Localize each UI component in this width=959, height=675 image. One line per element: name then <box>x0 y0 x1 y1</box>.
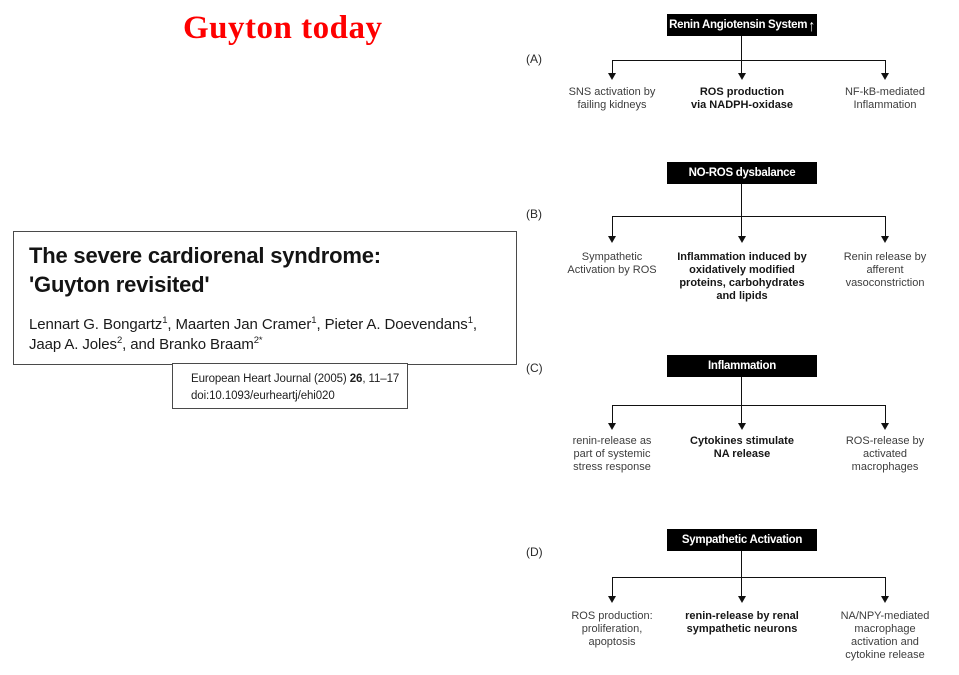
flowchart-header-box: Sympathetic Activation <box>667 529 817 551</box>
author-affiliation-sup: 1 <box>311 314 317 326</box>
paper-title: The severe cardiorenal syndrome: 'Guyton… <box>29 241 516 300</box>
connector-left-drop <box>612 405 613 423</box>
flowchart-section-b: (B) NO-ROS dysbalance Sympathetic Activa… <box>520 162 959 332</box>
flowchart-header-text: Renin Angiotensin System <box>669 19 808 31</box>
connector-left-drop <box>612 577 613 596</box>
author-name: Maarten Jan Cramer <box>175 315 312 333</box>
arrowhead-left-icon <box>608 423 616 430</box>
author-affiliation-sup: 2 <box>116 334 123 346</box>
arrowhead-middle-icon <box>738 423 746 430</box>
journal-volume: 26 <box>349 373 363 385</box>
paper-citation-card: The severe cardiorenal syndrome: 'Guyton… <box>13 231 517 365</box>
leaf-middle: Inflammation induced by oxidatively modi… <box>677 251 807 302</box>
arrowhead-right-icon <box>881 236 889 243</box>
author-affiliation-sup: 1 <box>162 314 168 326</box>
journal-doi-line: doi:10.1093/eurheartj/ehi020 <box>191 389 335 402</box>
connector-horizontal <box>612 405 886 406</box>
journal-name-year: European Heart Journal (2005) <box>191 373 350 385</box>
arrowhead-right-icon <box>881 423 889 430</box>
flowchart-header-text: Sympathetic Activation <box>681 534 803 546</box>
author-name: Jaap A. Joles <box>29 335 117 353</box>
journal-citation-line: European Heart Journal (2005) 26, 11–17 <box>191 371 407 388</box>
section-label: (B) <box>526 207 542 221</box>
author-affiliation-sup: 1 <box>467 314 473 326</box>
section-label: (C) <box>526 361 543 375</box>
author-name: Branko Braam <box>159 335 254 353</box>
paper-title-line1: The severe cardiorenal syndrome: <box>29 243 381 268</box>
up-arrow-icon: ↑ <box>808 15 815 35</box>
slide-title: Guyton today <box>183 10 383 46</box>
leaf-middle: ROS production via NADPH-oxidase <box>690 86 794 111</box>
connector-horizontal <box>612 577 886 578</box>
arrowhead-right-icon <box>881 596 889 603</box>
connector-left-drop <box>612 216 613 236</box>
connector-right-drop <box>885 216 886 236</box>
connector-right-drop <box>885 577 886 596</box>
leaf-left: ROS production: proliferation, apoptosis <box>571 610 653 648</box>
author-name: Lennart G. Bongartz <box>29 315 163 333</box>
author-affiliation-sup: 2* <box>253 334 263 346</box>
author-separator: , <box>316 315 325 333</box>
section-label: (A) <box>526 52 542 66</box>
arrowhead-left-icon <box>608 236 616 243</box>
leaf-left: Sympathetic Activation by ROS <box>567 251 657 276</box>
connector-horizontal <box>612 216 886 217</box>
flowchart-section-c: (C) Inflammation renin-release as part o… <box>520 355 959 500</box>
leaf-middle: renin-release by renal sympathetic neuro… <box>685 610 799 635</box>
journal-pages: , 11–17 <box>362 373 400 385</box>
arrowhead-left-icon <box>608 73 616 80</box>
leaf-left: renin-release as part of systemic stress… <box>572 435 652 473</box>
connector-stem <box>741 36 742 73</box>
connector-stem <box>741 377 742 423</box>
author-separator: , <box>472 315 477 333</box>
connector-horizontal <box>612 60 886 61</box>
leaf-right: NA/NPY-mediated macrophage activation an… <box>840 610 930 661</box>
flowchart-header-box: Inflammation <box>667 355 817 377</box>
author-name: Pieter A. Doevendans <box>324 315 468 333</box>
journal-reference-box: European Heart Journal (2005) 26, 11–17 … <box>172 363 408 409</box>
flowchart-header-box: Renin Angiotensin System↑ <box>667 14 817 36</box>
connector-right-drop <box>885 60 886 73</box>
flowchart-section-a: (A) Renin Angiotensin System↑ SNS activa… <box>520 14 959 144</box>
author-line-1: Lennart G. Bongartz1, Maarten Jan Cramer… <box>29 315 516 335</box>
leaf-left: SNS activation by failing kidneys <box>568 86 656 111</box>
flowchart-header-box: NO-ROS dysbalance <box>667 162 817 184</box>
arrowhead-middle-icon <box>738 236 746 243</box>
arrowhead-left-icon <box>608 596 616 603</box>
connector-left-drop <box>612 60 613 73</box>
flowchart-header-text: NO-ROS dysbalance <box>688 167 796 179</box>
leaf-right: Renin release by afferent vasoconstricti… <box>843 251 927 289</box>
leaf-right: ROS-release by activated macrophages <box>845 435 925 473</box>
flowchart-header-text: Inflammation <box>708 360 776 372</box>
connector-stem <box>741 184 742 236</box>
arrowhead-middle-icon <box>738 73 746 80</box>
author-separator: , and <box>122 335 160 353</box>
paper-authors: Lennart G. Bongartz1, Maarten Jan Cramer… <box>29 315 516 356</box>
section-label: (D) <box>526 545 543 559</box>
author-separator: , <box>167 315 176 333</box>
leaf-right: NF-kB-mediated Inflammation <box>844 86 926 111</box>
leaf-middle: Cytokines stimulate NA release <box>690 435 794 460</box>
connector-stem <box>741 551 742 596</box>
author-line-2: Jaap A. Joles2, and Branko Braam2* <box>29 335 516 355</box>
arrowhead-right-icon <box>881 73 889 80</box>
arrowhead-middle-icon <box>738 596 746 603</box>
paper-title-line2: 'Guyton revisited' <box>29 272 210 298</box>
flowchart-section-d: (D) Sympathetic Activation ROS productio… <box>520 529 959 675</box>
connector-right-drop <box>885 405 886 423</box>
